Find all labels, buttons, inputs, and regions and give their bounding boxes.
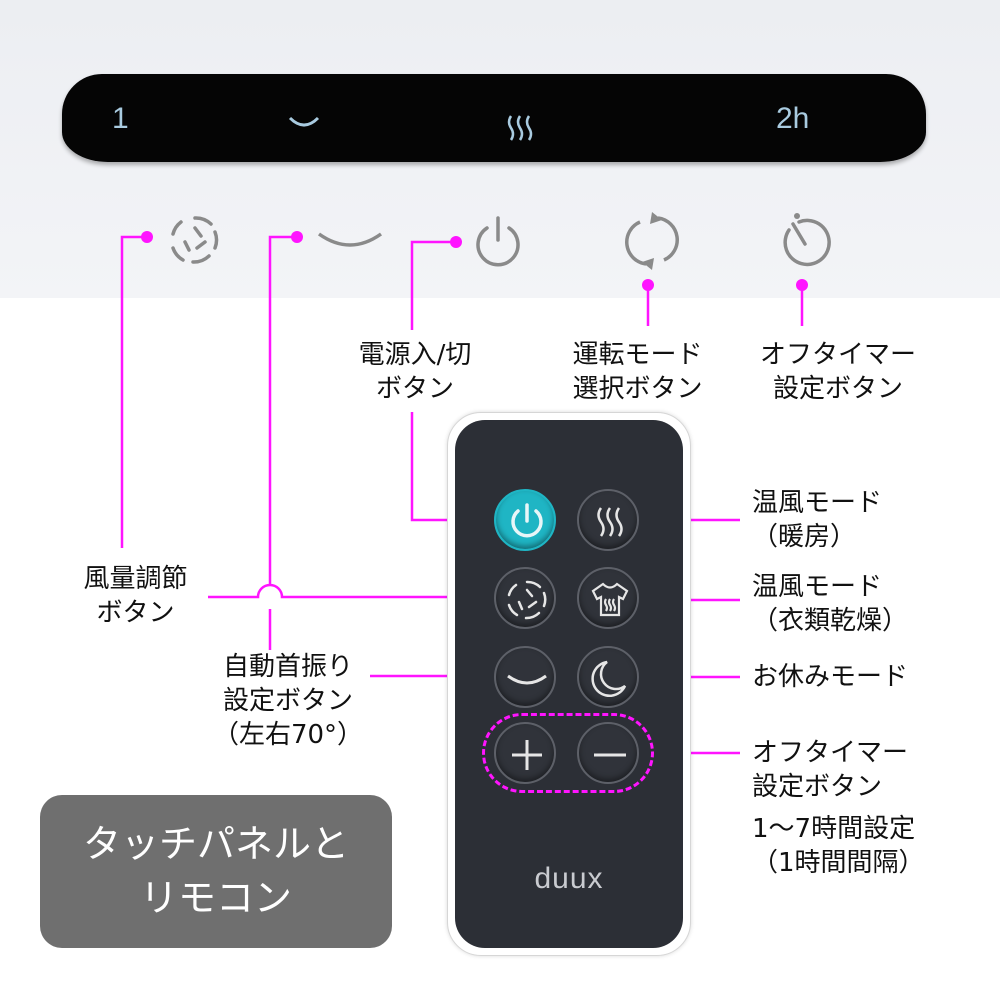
display-panel: 1 2h [62, 74, 926, 162]
fan-level-readout: 1 [112, 102, 129, 135]
brand-logo: duux [534, 862, 604, 895]
label-fan: 風量調節ボタン [83, 564, 188, 628]
remote-plus-button[interactable] [494, 722, 556, 784]
label-power: 電源入/切ボタン [358, 340, 472, 404]
label-swing: 自動首振り設定ボタン（左右70°） [212, 652, 364, 750]
touch-mode-cycle-button[interactable] [622, 208, 682, 274]
remote-heat-button[interactable] [577, 489, 639, 551]
remote-fan-button[interactable] [494, 567, 556, 629]
touch-swing-button[interactable] [315, 228, 385, 252]
swing-icon [507, 674, 547, 685]
plus-icon [512, 740, 542, 770]
swing-indicator-icon [288, 116, 320, 127]
touch-fan-button[interactable] [165, 210, 225, 270]
remote-power-button[interactable] [494, 489, 556, 551]
remote-swing-button[interactable] [494, 646, 556, 708]
touch-timer-button[interactable] [775, 210, 833, 272]
fan-icon [507, 580, 547, 620]
remote-minus-button[interactable] [577, 722, 639, 784]
heat-indicator-icon [507, 115, 533, 141]
shirt-icon [591, 582, 629, 617]
label-timer-top: オフタイマー設定ボタン [759, 340, 916, 404]
label-heat: 温風モード（暖房） [752, 488, 883, 552]
heat-icon [597, 507, 623, 537]
timer-button-group-outline [482, 713, 654, 793]
title-badge: タッチパネルとリモコン [40, 795, 392, 948]
touch-power-button[interactable] [470, 212, 526, 272]
power-icon [511, 503, 543, 538]
moon-icon [591, 660, 627, 698]
remote-control [455, 420, 683, 948]
remote-sleep-button[interactable] [577, 646, 639, 708]
remote-dry-button[interactable] [577, 567, 639, 629]
minus-icon [594, 753, 626, 757]
label-sleep: お休みモード [752, 662, 909, 692]
label-dry: 温風モード（衣類乾燥） [752, 572, 909, 636]
timer-readout: 2h [776, 102, 810, 135]
label-mode: 運転モード選択ボタン [572, 340, 703, 404]
